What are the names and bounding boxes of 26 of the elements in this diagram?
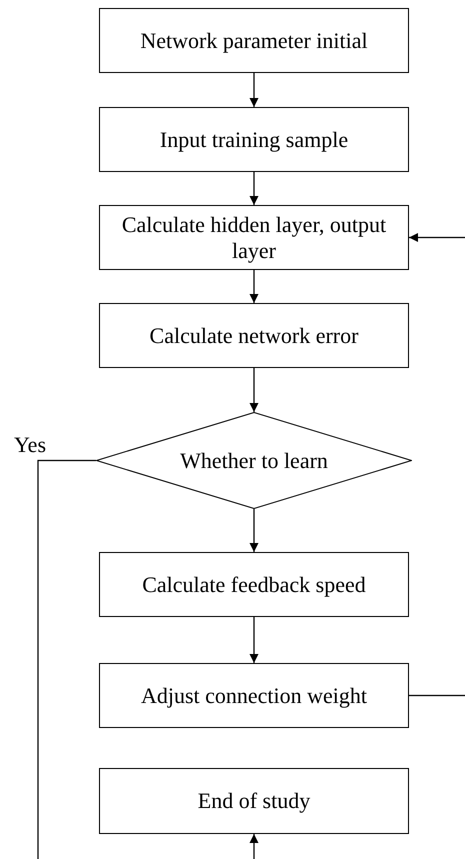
process-box	[99, 107, 409, 172]
arrow	[250, 270, 258, 303]
process-text: Calculate feedback speed	[142, 572, 366, 598]
arrow	[250, 368, 258, 412]
arrow	[250, 617, 258, 663]
process-box	[99, 303, 409, 368]
arrow	[250, 509, 258, 552]
process-text: End of study	[198, 788, 310, 814]
decision-text: Whether to learn	[179, 448, 329, 474]
process-text: Network parameter initial	[140, 28, 368, 54]
process-box	[99, 8, 409, 73]
process-box	[99, 552, 409, 617]
process-box	[99, 205, 409, 270]
arrow	[409, 233, 465, 242]
process-box	[99, 768, 409, 834]
arrow	[250, 73, 258, 107]
arrow	[250, 834, 258, 859]
process-box	[99, 663, 409, 728]
process-text: Calculate network error	[150, 322, 358, 348]
arrow	[250, 172, 258, 205]
process-text: Adjust connection weight	[140, 682, 368, 708]
connector-line	[409, 694, 465, 696]
process-text: Calculate hidden layer, output layer	[120, 212, 388, 264]
process-text: Input training sample	[160, 126, 348, 152]
connector-line	[37, 460, 96, 859]
decision-diamond	[96, 412, 412, 509]
